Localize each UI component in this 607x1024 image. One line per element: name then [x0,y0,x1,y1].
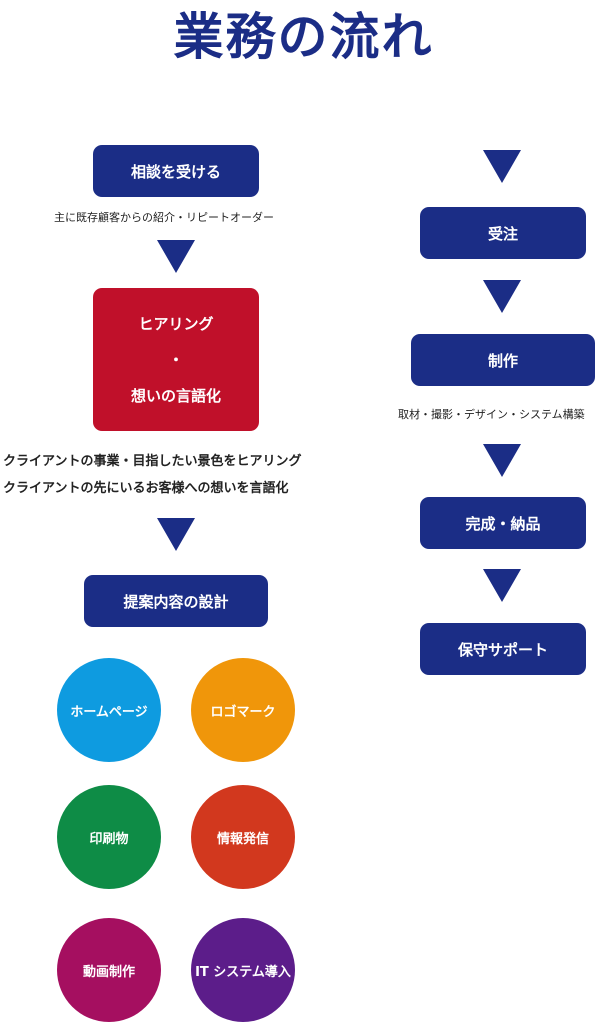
step-proposal-design-label: 提案内容の設計 [123,592,229,611]
step-consultation: 相談を受ける [93,145,259,197]
step-support-label: 保守サポート [457,640,548,659]
step-order-label: 受注 [487,224,518,243]
service-logomark-label: ロゴマーク [210,704,276,720]
step-support: 保守サポート [420,623,586,675]
step-proposal-design: 提案内容の設計 [84,575,268,627]
service-homepage: ホームページ [57,658,161,762]
service-print-label: 印刷物 [89,831,129,847]
service-homepage-label: ホームページ [70,704,148,720]
hearing-line-1: ヒアリング [138,314,214,333]
arrow-down-icon [483,280,521,313]
service-logomark: ロゴマーク [191,658,295,762]
arrow-down-icon [483,444,521,477]
service-print: 印刷物 [57,785,161,889]
page-title: 業務の流れ [173,8,434,66]
step-order: 受注 [420,207,586,259]
step-production: 制作 [411,334,595,386]
service-info: 情報発信 [191,785,295,889]
step-completion: 完成・納品 [420,497,586,549]
hearing-desc-1: クライアントの事業・目指したい景色をヒアリング [3,454,302,469]
service-info-label: 情報発信 [216,831,269,847]
step-completion-label: 完成・納品 [465,514,541,533]
step-hearing: ヒアリング ・ 想いの言語化 [93,288,259,431]
arrow-down-icon [483,569,521,602]
step-production-label: 制作 [487,351,518,370]
hearing-line-3: 想いの言語化 [130,386,221,405]
arrow-down-icon [483,150,521,183]
service-it-system-label: IT システム導入 [195,964,291,980]
production-note: 取材・撮影・デザイン・システム構築 [398,408,585,421]
step-consultation-label: 相談を受ける [130,162,221,181]
service-it-system: IT システム導入 [191,918,295,1022]
arrow-down-icon [157,518,195,551]
arrow-down-icon [157,240,195,273]
hearing-desc-2: クライアントの先にいるお客様への想いを言語化 [3,481,289,496]
hearing-line-2: ・ [168,350,184,369]
service-video-label: 動画制作 [82,964,135,980]
consultation-note: 主に既存顧客からの紹介・リピートオーダー [54,211,274,224]
service-video: 動画制作 [57,918,161,1022]
